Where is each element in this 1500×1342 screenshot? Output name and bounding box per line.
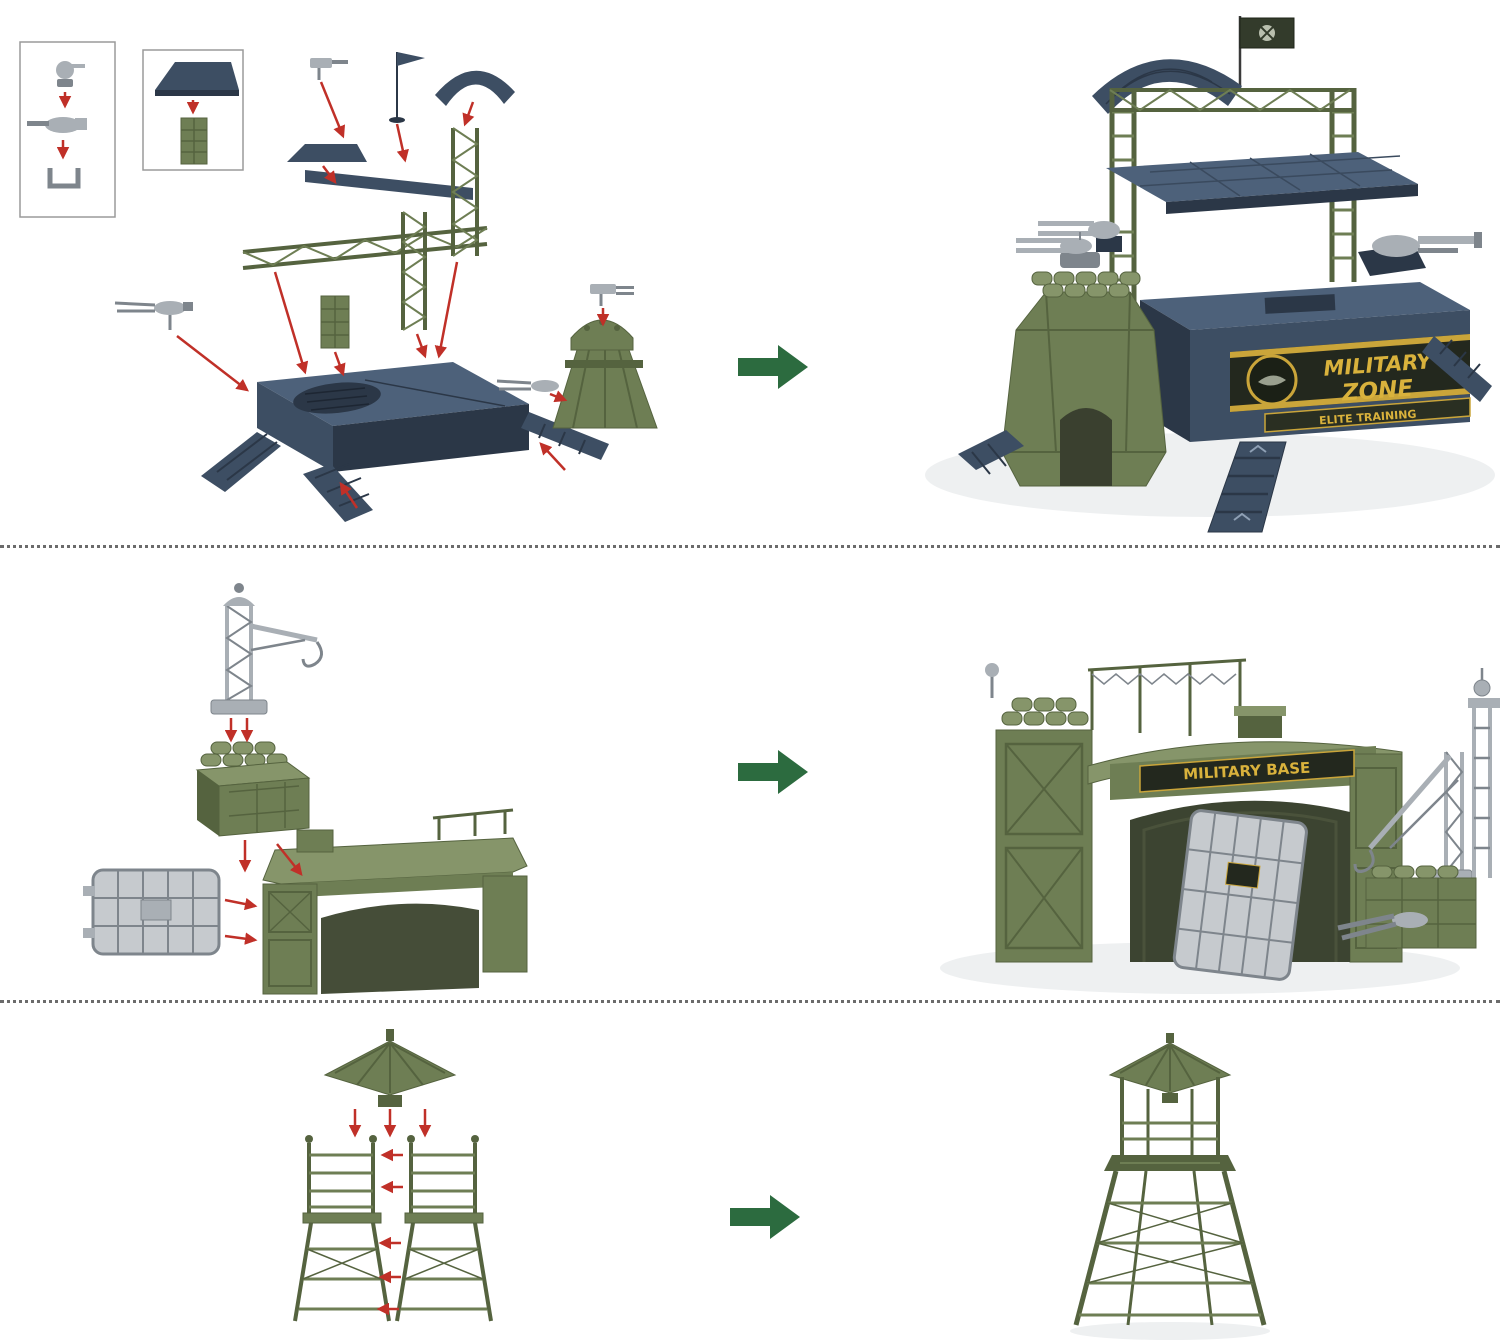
banner-line2: ZONE [1340, 376, 1414, 407]
assembled-watchtower [1070, 1033, 1270, 1340]
assembled-military-base: MILITARY BASE [940, 658, 1500, 994]
deck-turret [1038, 221, 1122, 252]
part-grid-plate [320, 295, 350, 349]
assembly-arrows [56, 81, 610, 509]
row-watchtower [0, 1003, 1500, 1342]
part-turret-side-gun [496, 379, 559, 392]
inset-box-small-parts [19, 41, 116, 218]
awning-wire [1087, 658, 1247, 736]
exploded-view-military-base [83, 583, 528, 995]
rock-tower [1001, 291, 1167, 487]
part-sandbag-box [195, 741, 311, 837]
center-ramp [1207, 441, 1287, 533]
part-truss-horizontal [242, 226, 488, 270]
assembly-step-arrow [738, 750, 810, 798]
right-ramp [1422, 336, 1492, 402]
radar-tower [1468, 668, 1500, 878]
assembled-military-zone: MILITARY ZONE ELITE TRAINING [925, 16, 1495, 533]
sandbag-ring [1031, 271, 1141, 298]
part-gate-door [83, 868, 221, 956]
ground-shadow [1070, 1322, 1270, 1340]
exploded-view-military-zone [19, 41, 658, 522]
scaffold-tower [1109, 88, 1357, 302]
part-tower-half-left [293, 1135, 391, 1322]
part-turret-gun [590, 284, 634, 306]
row-military-zone: MILITARY ZONE ELITE TRAINING [0, 0, 1500, 545]
row-military-base: MILITARY BASE [0, 548, 1500, 1000]
watchtower [1073, 1033, 1267, 1326]
part-tower-roof [323, 1029, 457, 1107]
part-base-platform [257, 362, 529, 472]
part-tower-half-right [395, 1135, 493, 1322]
part-gate-structure [262, 808, 528, 995]
part-turret-base [552, 349, 658, 429]
sub-banner: ELITE TRAINING [1264, 397, 1471, 433]
gate-left-tower [985, 663, 1093, 963]
military-base-banner: MILITARY BASE [1139, 749, 1355, 793]
part-truss-vertical-2 [401, 211, 427, 331]
military-zone-banner: MILITARY ZONE [1230, 334, 1470, 412]
gate-door-open [1172, 809, 1308, 981]
part-curved-canopy [435, 70, 515, 106]
arrow-right-icon [730, 1195, 800, 1239]
left-ramp [958, 430, 1024, 475]
flag [1238, 16, 1295, 92]
part-gun-top [310, 58, 348, 80]
part-crane [210, 583, 323, 715]
upper-deck [1106, 152, 1418, 214]
arrow-right-icon [738, 345, 808, 389]
inset-box-canopy-plate [142, 49, 244, 171]
row-separator-2 [0, 1000, 1500, 1003]
arrow-right-icon [738, 750, 808, 794]
part-ramp-left [201, 432, 281, 492]
exploded-view-watchtower [293, 1029, 493, 1322]
assembly-step-arrow [738, 345, 810, 393]
part-truss-vertical-1 [451, 127, 479, 257]
part-ramp-right [521, 412, 609, 460]
part-ramp-front [303, 463, 373, 522]
part-machine-gun [114, 301, 193, 330]
right-cannon [1358, 232, 1482, 276]
assembly-arrows [348, 1109, 432, 1316]
row-separator-1 [0, 545, 1500, 548]
part-small-canopy [287, 144, 473, 200]
rock-tower-turret [1016, 232, 1100, 268]
assembly-arrows [224, 718, 303, 945]
crate-launcher [1337, 865, 1477, 949]
assembly-step-arrow [730, 1195, 802, 1243]
part-flag [389, 52, 425, 123]
